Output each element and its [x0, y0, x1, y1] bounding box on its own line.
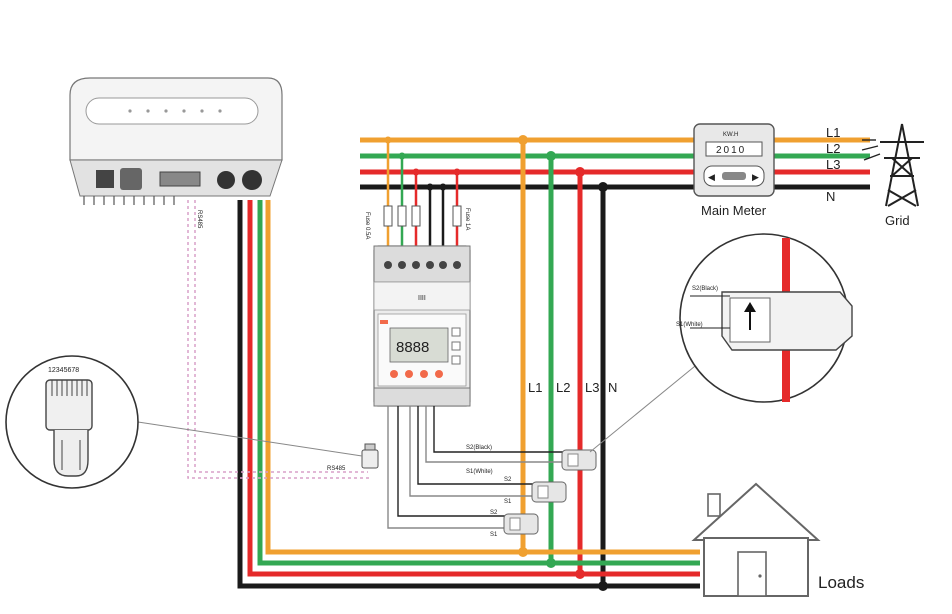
drop-label-l2: L2 — [556, 380, 570, 395]
ct-clamp-l1 — [503, 513, 539, 535]
rs485-connector: RS485 — [327, 443, 379, 472]
ct-clamps — [503, 449, 597, 535]
main-meter-label: Main Meter — [701, 203, 767, 218]
meter-lcd — [389, 327, 449, 363]
ct-detail-zoom: S2(Black) S1(White) — [589, 233, 853, 453]
grid-line-n: N — [826, 189, 835, 204]
drop-label-l1: L1 — [528, 380, 542, 395]
grid-line-l2: L2 — [826, 141, 840, 156]
meter-button-3 — [420, 370, 428, 378]
drop-label-l3: L3 — [585, 380, 599, 395]
meter-button-1 — [390, 370, 398, 378]
ct-wire-s1-white: S1(White) — [466, 469, 493, 475]
grid-label: Grid — [885, 213, 910, 228]
loads-label: Loads — [818, 573, 864, 592]
rs485-port-label: RS485 — [327, 466, 346, 472]
fuse-left-label: Fuse 0.5A — [364, 212, 370, 239]
grid-line-l3: L3 — [826, 157, 840, 172]
fuse-right-label: Fuse 1A — [464, 208, 470, 230]
ct-wire-s2-low: S2 — [490, 510, 498, 516]
inverter: RS485 — [69, 77, 283, 229]
meter-voltage-taps: Fuse 0.5A Fuse 1A — [364, 136, 470, 255]
ct-wire-s2-black: S2(Black) — [466, 445, 492, 451]
svg-text:◀: ◀ — [708, 172, 715, 182]
grid-line-l1: L1 — [826, 125, 840, 140]
ct-wire-s1-mid: S1 — [504, 499, 512, 505]
rs485-link — [187, 200, 372, 479]
main-meter-unit: KW.H — [723, 132, 738, 138]
ct-wire-s1-low: S1 — [490, 532, 498, 538]
ct-wire-s2-mid: S2 — [504, 477, 512, 483]
main-meter: KW.H 2010 ◀ ▶ Main Meter — [693, 123, 775, 218]
load-drops — [518, 135, 608, 584]
main-meter-reading: 2010 — [716, 145, 746, 156]
house-icon — [691, 482, 821, 597]
meter-button-4 — [435, 370, 443, 378]
ct-signal-wires — [387, 406, 570, 529]
ct-detail-s2-label: S2(Black) — [692, 286, 718, 292]
ct-clamp-l2 — [531, 481, 567, 503]
meter-button-2 — [405, 370, 413, 378]
rj45-pin-numbers: 12345678 — [48, 367, 79, 374]
energy-meter: IIII 8888 — [373, 245, 471, 407]
ct-clamp-l3 — [561, 449, 597, 471]
ct-detail-s1-label: S1(White) — [676, 322, 703, 328]
svg-text:IIII: IIII — [418, 295, 426, 302]
grid-tower-icon — [861, 123, 924, 207]
drop-label-n: N — [608, 380, 617, 395]
inverter-rs485-label: RS485 — [196, 210, 202, 229]
svg-text:▶: ▶ — [752, 172, 759, 182]
meter-lcd-reading: 8888 — [396, 339, 429, 356]
inverter-output-wires — [237, 200, 700, 591]
rj45-zoom: 12345678 — [5, 355, 363, 489]
bus-lines — [360, 137, 870, 190]
